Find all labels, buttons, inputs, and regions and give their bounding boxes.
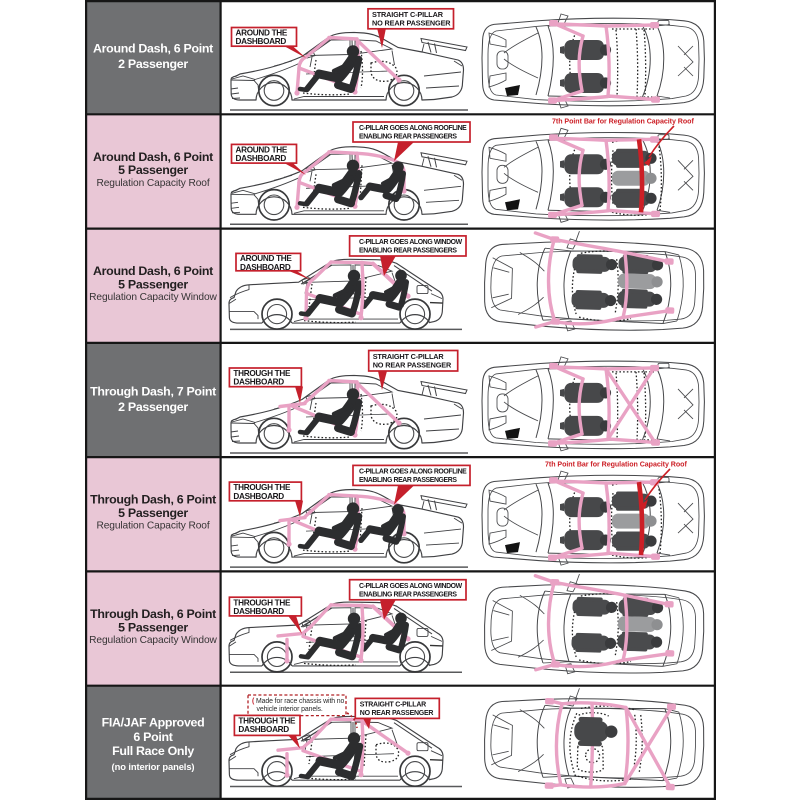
svg-text:DASHBOARD: DASHBOARD bbox=[238, 725, 289, 734]
svg-text:7th Point Bar for Regulation C: 7th Point Bar for Regulation Capacity Ro… bbox=[552, 118, 694, 126]
svg-text:5 Passenger: 5 Passenger bbox=[118, 620, 188, 634]
svg-text:5 Passenger: 5 Passenger bbox=[118, 163, 188, 177]
svg-text:AROUND THE: AROUND THE bbox=[236, 146, 288, 155]
svg-text:C-PILLAR GOES ALONG ROOFLINE: C-PILLAR GOES ALONG ROOFLINE bbox=[359, 469, 467, 476]
svg-text:DASHBOARD: DASHBOARD bbox=[233, 378, 284, 387]
svg-text:6 Point: 6 Point bbox=[133, 730, 172, 744]
svg-text:ENABLING REAR PASSENGERS: ENABLING REAR PASSENGERS bbox=[359, 477, 457, 484]
svg-text:Around Dash, 6 Point: Around Dash, 6 Point bbox=[93, 264, 213, 278]
svg-text:Full Race Only: Full Race Only bbox=[112, 744, 194, 758]
svg-text:FIA/JAF Approved: FIA/JAF Approved bbox=[102, 716, 205, 730]
svg-text:5 Passenger: 5 Passenger bbox=[118, 506, 188, 520]
svg-text:Regulation Capacity Roof: Regulation Capacity Roof bbox=[96, 521, 209, 532]
svg-text:ENABLING REAR PASSENGERS: ENABLING REAR PASSENGERS bbox=[359, 134, 457, 141]
svg-text:THROUGH THE: THROUGH THE bbox=[238, 717, 296, 726]
svg-text:STRAIGHT C-PILLAR: STRAIGHT C-PILLAR bbox=[372, 10, 444, 19]
svg-text:Regulation Capacity Window: Regulation Capacity Window bbox=[89, 635, 217, 646]
svg-text:DASHBOARD: DASHBOARD bbox=[236, 37, 287, 46]
svg-text:2 Passenger: 2 Passenger bbox=[118, 57, 188, 71]
svg-text:(no interior panels): (no interior panels) bbox=[112, 761, 195, 772]
svg-text:NO REAR PASSENGER: NO REAR PASSENGER bbox=[372, 18, 451, 27]
svg-text:AROUND THE: AROUND THE bbox=[236, 29, 288, 38]
svg-text:NO REAR PASSENGER: NO REAR PASSENGER bbox=[373, 360, 452, 369]
svg-text:DASHBOARD: DASHBOARD bbox=[240, 263, 291, 272]
svg-text:C-PILLAR GOES ALONG WINDOW: C-PILLAR GOES ALONG WINDOW bbox=[359, 239, 463, 246]
svg-text:NO REAR PASSENGER: NO REAR PASSENGER bbox=[360, 710, 434, 717]
svg-text:7th Point Bar for Regulation C: 7th Point Bar for Regulation Capacity Ro… bbox=[545, 461, 687, 469]
svg-text:DASHBOARD: DASHBOARD bbox=[233, 492, 284, 501]
svg-text:5 Passenger: 5 Passenger bbox=[118, 278, 188, 292]
svg-text:vehicle interior panels.: vehicle interior panels. bbox=[257, 706, 323, 713]
svg-text:AROUND THE: AROUND THE bbox=[240, 254, 292, 263]
svg-text:STRAIGHT C-PILLAR: STRAIGHT C-PILLAR bbox=[360, 702, 426, 709]
svg-text:DASHBOARD: DASHBOARD bbox=[233, 607, 284, 616]
svg-text:Through Dash, 7 Point: Through Dash, 7 Point bbox=[90, 384, 216, 398]
svg-text:Around Dash, 6 Point: Around Dash, 6 Point bbox=[93, 42, 213, 56]
svg-text:ENABLING REAR PASSENGERS: ENABLING REAR PASSENGERS bbox=[359, 248, 457, 255]
svg-text:Through Dash, 6 Point: Through Dash, 6 Point bbox=[90, 493, 216, 507]
svg-text:C-PILLAR GOES ALONG ROOFLINE: C-PILLAR GOES ALONG ROOFLINE bbox=[359, 125, 467, 132]
svg-text:ENABLING REAR PASSENGERS: ENABLING REAR PASSENGERS bbox=[359, 591, 457, 598]
svg-text:THROUGH THE: THROUGH THE bbox=[233, 483, 291, 492]
svg-text:THROUGH THE: THROUGH THE bbox=[233, 598, 291, 607]
svg-text:Through Dash, 6 Point: Through Dash, 6 Point bbox=[90, 607, 216, 621]
svg-text:Regulation Capacity Window: Regulation Capacity Window bbox=[89, 292, 217, 303]
svg-text:C-PILLAR GOES ALONG WINDOW: C-PILLAR GOES ALONG WINDOW bbox=[359, 583, 463, 590]
svg-text:THROUGH THE: THROUGH THE bbox=[233, 369, 291, 378]
svg-text:STRAIGHT C-PILLAR: STRAIGHT C-PILLAR bbox=[373, 352, 445, 361]
svg-text:DASHBOARD: DASHBOARD bbox=[236, 154, 287, 163]
svg-text:Around Dash, 6 Point: Around Dash, 6 Point bbox=[93, 150, 213, 164]
svg-text:( Made for race chassis with n: ( Made for race chassis with no bbox=[252, 698, 345, 705]
svg-text:Regulation Capacity Roof: Regulation Capacity Roof bbox=[96, 178, 209, 189]
svg-text:2 Passenger: 2 Passenger bbox=[118, 400, 188, 414]
